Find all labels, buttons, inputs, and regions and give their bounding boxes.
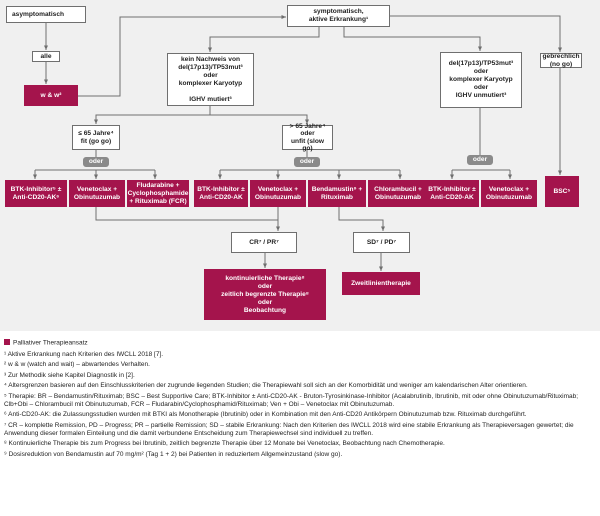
therapy-btk-fit: BTK-Inhibitor⁵ ± Anti-CD20-AK⁶ <box>5 180 67 207</box>
footnote-1: ¹ Aktive Erkrankung nach Kriterien des I… <box>4 350 164 358</box>
all-box: alle <box>32 51 60 62</box>
therapy-bsc: BSC⁵ <box>545 176 579 207</box>
footnote-5: ⁵ Therapie: BR – Bendamustin/Rituximab; … <box>4 392 579 408</box>
or-node-del: oder <box>467 155 493 165</box>
del-tp53-box: del(17p13)/TP53mut³ oder komplexer Karyo… <box>440 52 522 108</box>
response-sd-pd: SD⁷ / PD⁷ <box>353 232 410 253</box>
footnote-2: ² w & w (watch and wait) – abwartendes V… <box>4 361 150 369</box>
frail-box: gebrechlich (no go) <box>540 53 582 68</box>
no-del-box: kein Nachweis von del(17p13)/TP53mut³ od… <box>167 53 254 106</box>
watch-wait-box: w & w² <box>24 85 78 106</box>
footnote-8: ⁸ Kontinuierliche Therapie bis zum Progr… <box>4 440 445 448</box>
therapy-bendamustin: Bendamustin⁹ + Rituximab <box>308 180 366 207</box>
connector-lines <box>33 15 562 271</box>
therapy-ven-obi-del: Venetoclax + Obinutuzumab <box>481 180 537 207</box>
therapy-btk-del: BTK-Inhibitor ± Anti-CD20-AK <box>425 180 479 207</box>
asymptomatic-box: asymptomatisch <box>6 6 86 23</box>
footnote-3: ³ Zur Methodik siehe Kapitel Diagnostik … <box>4 371 135 379</box>
footnote-7: ⁷ CR – komplette Remission, PD – Progres… <box>4 421 574 437</box>
therapy-btk-unfit: BTK-Inhibitor ± Anti-CD20-AK <box>194 180 248 207</box>
footnote-9: ⁹ Dosisreduktion von Bendamustin auf 70 … <box>4 450 343 458</box>
therapy-fcr: Fludarabine + Cyclophosphamide + Rituxim… <box>127 180 189 207</box>
footnote-4: ⁴ Altersgrenzen basieren auf den Einschl… <box>4 382 528 390</box>
or-node-fit: oder <box>83 157 109 167</box>
treatment-flowchart: asymptomatisch alle w & w² symptomatisch… <box>0 0 600 331</box>
second-line-box: Zweitlinientherapie <box>342 272 420 295</box>
or-node-unfit: oder <box>294 157 320 167</box>
legend: Palliativer Therapieansatz ¹ Aktive Erkr… <box>4 339 596 461</box>
unfit-box: > 65 Jahre⁴ oder unfit (slow go) <box>282 123 333 152</box>
therapy-ven-obi-fit: Venetoclax + Obinutuzumab <box>69 180 125 207</box>
therapy-ven-obi-unfit: Venetoclax + Obinutuzumab <box>250 180 306 207</box>
continuous-therapy-box: kontinuierliche Therapie⁸ oder zeitlich … <box>204 269 326 320</box>
response-cr-pr: CR⁷ / PR⁷ <box>231 232 297 253</box>
footnote-6: ⁶ Anti-CD20-AK: die Zulassungsstudien wu… <box>4 411 527 419</box>
symptomatic-box: symptomatisch, aktive Erkrankung¹ <box>287 5 390 27</box>
palliative-legend: Palliativer Therapieansatz <box>4 339 596 347</box>
fit-box: ≤ 65 Jahre⁴ fit (go go) <box>72 125 120 150</box>
therapy-chlorambucil: Chlorambucil + Obinutuzumab <box>368 180 428 207</box>
palliative-swatch <box>4 339 10 345</box>
